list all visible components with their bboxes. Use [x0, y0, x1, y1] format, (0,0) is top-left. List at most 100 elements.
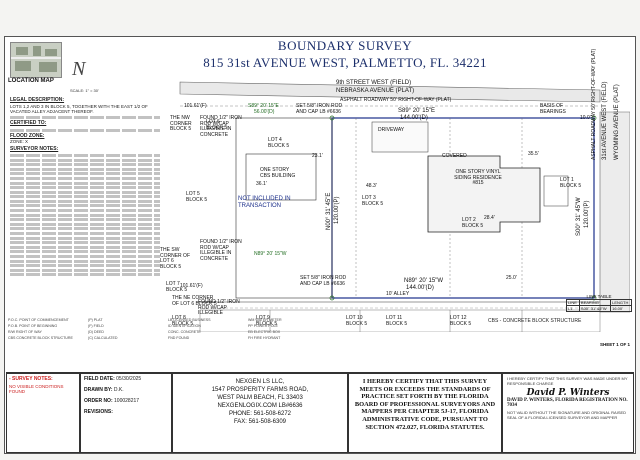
west-dim-101a: 101.61'(F): [184, 103, 207, 109]
dim-28: 28.4': [484, 215, 495, 221]
west-bearing-bottom: N89° 20' 15"W: [254, 251, 287, 257]
lot-3: LOT 3 BLOCK 5: [362, 195, 384, 207]
company-address2: WEST PALM BEACH, FL 33403: [217, 395, 303, 401]
road-east: [599, 111, 630, 313]
field-date: 05/30/2025: [116, 376, 142, 382]
company-address1: 1547 PROSPERITY FARMS ROAD,: [211, 387, 309, 393]
dim-36: 36.1': [256, 181, 267, 187]
lot-7: LOT 7 BLOCK 5: [166, 281, 188, 293]
location-map-image: [10, 42, 62, 78]
lot-12: LOT 12 BLOCK 5: [450, 315, 472, 327]
lot-10: LOT 10 BLOCK 5: [346, 315, 368, 327]
line-table-title: LINE TABLE: [586, 294, 612, 299]
basis-of-bearings: BASIS OF BEARINGS: [540, 103, 566, 115]
legend-item: P.O.C. POINT OF COMMENCEMENT: [8, 318, 69, 322]
road-north: [179, 81, 601, 103]
certified-header: CERTIFIED TO:: [10, 120, 47, 127]
field-date-label: FIELD DATE:: [84, 376, 115, 382]
alley-label: 10' ALLEY: [386, 291, 410, 297]
street-nebraska: NEBRASKA AVENUE (PLAT): [336, 88, 415, 94]
company-fax: FAX: 561-508-6309: [233, 419, 287, 425]
not-included-label: NOT INCLUDED IN TRANSACTION: [238, 196, 291, 209]
line-table: LINE TABLE LINE BEARING LENGTH L1 S00° 3…: [566, 294, 632, 312]
top-distance: 144.00'(D): [400, 115, 428, 121]
found-rod-3: FOUND 1/2" IRON ROD W/CAP ILLEGIBLE: [198, 299, 240, 316]
certification-box: I HEREBY CERTIFY THAT THIS SURVEY MEETS …: [348, 373, 502, 453]
bottom-distance: 144.00'(D): [406, 285, 434, 291]
street-9th: 9th STREET WEST (FIELD): [336, 80, 412, 86]
right-distance: 120.00'(P): [584, 200, 590, 229]
line-table-cell: L1: [566, 305, 580, 312]
field-info-box: FIELD DATE: 05/30/2025 DRAWN BY: D.K. OR…: [80, 373, 172, 453]
title-strip: - SURVEY NOTES: NO VISIBLE CONDITIONS FO…: [6, 372, 634, 453]
dim-25: 25.0': [506, 275, 517, 281]
drawn-by: D.K.: [113, 387, 124, 393]
dim-48: 48.3': [366, 183, 377, 189]
found-rod-2: FOUND 1/2" IRON ROD W/CAP ILLEGIBLE IN C…: [200, 239, 242, 262]
legend-item: FH FIRE HYDRANT: [248, 336, 281, 340]
lot-2: LOT 2 BLOCK 5: [462, 217, 484, 229]
corner-marker: [329, 115, 335, 121]
legend-item: EB ELECTRIC BOX: [248, 330, 281, 334]
location-map-caption: LOCATION MAP: [8, 78, 54, 84]
left-bearing: N00° 31' 45"E: [326, 192, 332, 230]
right-bearing: S00° 31' 45"W: [576, 197, 582, 236]
notes-column: LEGAL DESCRIPTION: LOTS 1,2 AND 3 IN BLO…: [10, 96, 160, 278]
lot-1: LOT 1 BLOCK 5: [560, 177, 582, 189]
dim-23: 23.1': [312, 153, 323, 159]
legend-item: R/W RIGHT OF WAY: [8, 330, 42, 334]
survey-address: 815 31st AVENUE WEST, PALMETTO, FL. 3422…: [203, 55, 487, 70]
legend-item: LB LICENSED BUSINESS: [168, 318, 211, 322]
corner-marker: [329, 295, 335, 301]
signature-top-text: I HEREBY CERTIFY THAT THIS SURVEY WAS MA…: [507, 376, 628, 386]
west-bearing-top: S89° 20' 15"E: [248, 103, 279, 109]
house-label: ONE STORY VINYL SIDING RESIDENCE #815: [454, 169, 502, 186]
zone-text: ZONE: X: [10, 139, 29, 145]
driveway-label: DRIVEWAY: [378, 127, 405, 133]
company-box: NEXGEN LS LLC, 1547 PROSPERITY FARMS ROA…: [172, 373, 348, 453]
covered-porch: [543, 175, 569, 207]
asphalt-north: ASPHALT ROADWAY 50' RIGHT-OF-WAY (PLAT): [340, 97, 452, 103]
west-dim-top: 56.00'(D): [254, 109, 275, 115]
west-dim-101b: 101.61'(F): [180, 283, 203, 289]
legal-header: LEGAL DESCRIPTION:: [10, 97, 65, 103]
ne-corner-note: THE NE CORNER OF LOT 6 BLOCK 5: [172, 295, 217, 307]
cbs-note: CBS - CONCRETE BLOCK STRUCTURE: [488, 318, 582, 324]
legend: P.O.C. POINT OF COMMENCEMENT P.O.B. POIN…: [8, 318, 328, 370]
lot-6: LOT 6 BLOCK 5: [206, 119, 228, 131]
drawing-frame: [4, 36, 636, 454]
sheet-number: SHEET 1 OF 1: [600, 342, 631, 347]
legend-item: CONC. CONCRETE: [168, 330, 201, 334]
legend-item: (C) CALCULATED: [88, 336, 118, 340]
legend-item: P.O.B. POINT OF BEGINNING: [8, 324, 58, 328]
lot-11: LOT 11 BLOCK 5: [386, 315, 408, 327]
residence: [427, 155, 541, 233]
company-name: NEXGEN LS LLC,: [235, 379, 285, 385]
driveway: [371, 121, 429, 153]
signature-bottom-text: NOT VALID WITHOUT THE SIGNATURE AND ORIG…: [507, 410, 627, 420]
company-phone: PHONE: 561-508-6272: [228, 411, 292, 417]
lot-4: LOT 4 BLOCK 5: [268, 137, 290, 149]
legal-text: LOTS 1,2 AND 3 IN BLOCK 5, TOGETHER WITH…: [10, 103, 148, 115]
surveyor-notes-header: SURVEYOR NOTES:: [10, 145, 59, 152]
revisions-box: - SURVEY NOTES: NO VISIBLE CONDITIONS FO…: [6, 373, 80, 453]
legend-item: FND FOUND: [168, 336, 190, 340]
order-no: 100028217: [114, 398, 140, 404]
survey-notes-title: - SURVEY NOTES:: [9, 376, 53, 382]
asphalt-east: ASPHALT ROADWAY 50' RIGHT-OF-WAY (PLAT): [591, 48, 597, 160]
nw-corner-note: THE NW CORNER BLOCK 5: [170, 115, 192, 132]
zone-header: FLOOD ZONE:: [10, 132, 45, 139]
legend-item: WM WATER METER: [248, 318, 282, 322]
set-rod-2: SET 5/8" IRON ROD AND CAP LB #6636: [300, 275, 347, 287]
left-distance: 120.00'(P): [334, 196, 340, 225]
street-wyoming: WYOMING AVENUE (PLAT): [614, 84, 620, 160]
signature-box: I HEREBY CERTIFY THAT THIS SURVEY WAS MA…: [502, 373, 634, 453]
surveyor-signature: David P. Winters: [526, 388, 610, 398]
survey-title: BOUNDARY SURVEY: [277, 38, 413, 53]
legend-item: (D) DEED: [88, 330, 104, 334]
dim-35: 35.5': [528, 151, 539, 157]
company-web: NEXGENLOGIX.COM LB#6636: [217, 403, 303, 409]
order-no-label: ORDER NO:: [84, 398, 113, 404]
drawn-by-label: DRAWN BY:: [84, 387, 113, 393]
